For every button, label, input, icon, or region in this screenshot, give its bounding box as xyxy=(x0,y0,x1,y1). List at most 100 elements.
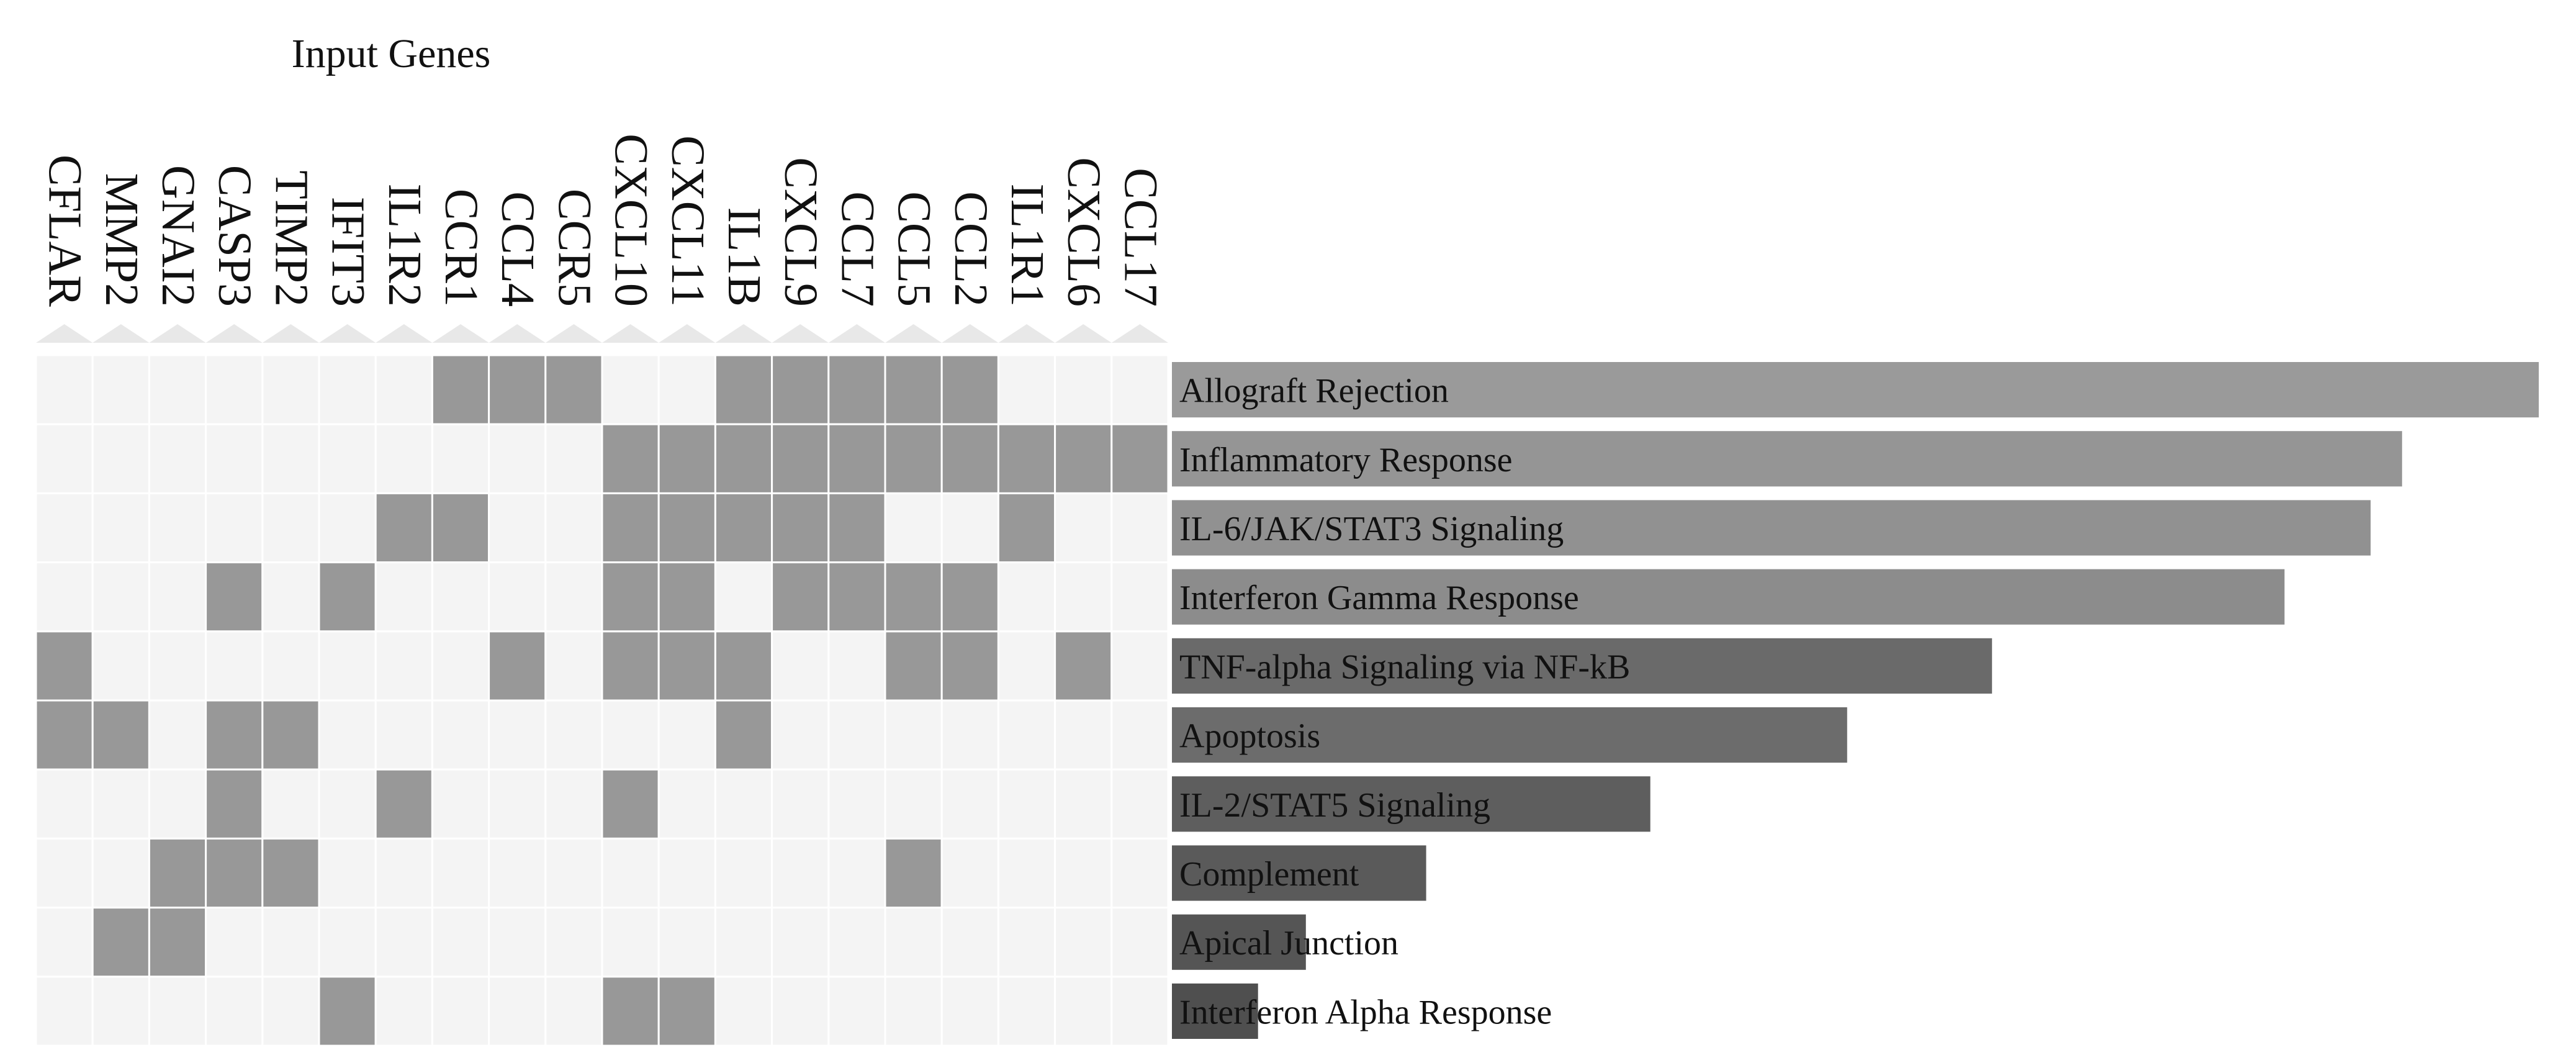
enrichment-bar xyxy=(1172,431,2402,487)
pathway-label: Allograft Rejection xyxy=(1179,372,1449,410)
heatmap-cell-empty xyxy=(1110,837,1169,909)
heatmap-cell-empty xyxy=(431,423,490,494)
heatmap-cell-empty xyxy=(601,699,660,771)
enrichment-bar xyxy=(1172,500,2371,556)
heatmap-cell-filled xyxy=(657,492,716,564)
enrichment-bar xyxy=(1172,983,1258,1039)
heatmap-cell-empty xyxy=(544,423,603,494)
heatmap-cell-empty xyxy=(940,837,999,909)
heatmap-cell-empty xyxy=(1110,354,1169,425)
heatmap-cell-empty xyxy=(544,699,603,771)
gene-label: IL1R1 xyxy=(1001,184,1053,307)
gene-header-marker xyxy=(772,324,829,343)
gene-label: GNAI2 xyxy=(152,165,204,307)
gene-heatmap xyxy=(35,354,1169,1047)
heatmap-cell-filled xyxy=(940,354,999,425)
heatmap-cell-empty xyxy=(940,768,999,840)
heatmap-cell-empty xyxy=(1054,561,1113,633)
heatmap-cell-empty xyxy=(884,492,943,564)
heatmap-cell-empty xyxy=(318,768,377,840)
heatmap-cell-empty xyxy=(148,561,207,633)
heatmap-cell-empty xyxy=(771,630,830,702)
gene-label: CXCL10 xyxy=(605,134,657,307)
heatmap-cell-empty xyxy=(431,561,490,633)
heatmap-cell-empty xyxy=(544,768,603,840)
heatmap-cell-filled xyxy=(771,492,830,564)
gene-header-marker xyxy=(942,324,999,343)
heatmap-cell-filled xyxy=(205,837,264,909)
heatmap-cell-empty xyxy=(997,768,1056,840)
heatmap-cell-filled xyxy=(601,492,660,564)
heatmap-cell-empty xyxy=(488,699,547,771)
gene-header-marker xyxy=(998,324,1055,343)
heatmap-cell-filled xyxy=(884,630,943,702)
heatmap-cell-empty xyxy=(488,492,547,564)
heatmap-cell-empty xyxy=(827,699,886,771)
gene-header-marker xyxy=(319,324,376,343)
heatmap-cell-empty xyxy=(997,630,1056,702)
heatmap-cell-empty xyxy=(997,699,1056,771)
heatmap-cell-empty xyxy=(374,561,433,633)
heatmap-cell-filled xyxy=(827,492,886,564)
heatmap-cell-empty xyxy=(997,907,1056,978)
heatmap-cell-empty xyxy=(148,423,207,494)
enrichment-bar xyxy=(1172,638,1993,694)
heatmap-cell-filled xyxy=(148,907,207,978)
heatmap-cell-empty xyxy=(261,354,320,425)
gene-label: MMP2 xyxy=(96,173,148,307)
gene-header-marker xyxy=(205,324,263,343)
heatmap-cell-filled xyxy=(205,699,264,771)
heatmap-cell-empty xyxy=(1110,976,1169,1047)
heatmap-cell-empty xyxy=(601,837,660,909)
gene-label: CXCL9 xyxy=(775,157,827,307)
heatmap-cell-filled xyxy=(601,976,660,1047)
heatmap-cell-empty xyxy=(940,699,999,771)
gene-header-marker xyxy=(376,324,433,343)
heatmap-cell-empty xyxy=(431,630,490,702)
gene-label: CCR5 xyxy=(548,189,600,307)
heatmap-cell-empty xyxy=(261,492,320,564)
heatmap-cell-filled xyxy=(884,354,943,425)
heatmap-cell-filled xyxy=(601,630,660,702)
heatmap-cell-empty xyxy=(431,907,490,978)
heatmap-cell-empty xyxy=(35,768,94,840)
heatmap-cell-empty xyxy=(997,976,1056,1047)
gene-header-marker xyxy=(36,324,93,343)
heatmap-cell-empty xyxy=(374,630,433,702)
pathway-label: Apical Junction xyxy=(1179,924,1398,963)
pathway-label: Complement xyxy=(1179,855,1359,894)
heatmap-cell-empty xyxy=(544,907,603,978)
heatmap-cell-empty xyxy=(1054,492,1113,564)
heatmap-cell-filled xyxy=(318,976,377,1047)
heatmap-cell-filled xyxy=(601,768,660,840)
heatmap-cell-filled xyxy=(940,561,999,633)
gene-header-marker xyxy=(432,324,489,343)
heatmap-cell-empty xyxy=(35,837,94,909)
gene-header-marker xyxy=(828,324,885,343)
heatmap-cell-filled xyxy=(884,423,943,494)
heatmap-cell-empty xyxy=(91,561,150,633)
heatmap-cell-filled xyxy=(997,423,1056,494)
gene-label: CFLAR xyxy=(39,155,91,307)
heatmap-cell-filled xyxy=(827,423,886,494)
heatmap-cell-empty xyxy=(601,354,660,425)
heatmap-cell-empty xyxy=(940,907,999,978)
heatmap-cell-filled xyxy=(771,561,830,633)
heatmap-cell-empty xyxy=(1110,768,1169,840)
heatmap-cell-filled xyxy=(884,837,943,909)
gene-header-marker xyxy=(489,324,546,343)
heatmap-cell-empty xyxy=(374,837,433,909)
heatmap-cell-empty xyxy=(1110,907,1169,978)
heatmap-cell-empty xyxy=(544,492,603,564)
heatmap-cell-empty xyxy=(940,492,999,564)
heatmap-cell-empty xyxy=(205,907,264,978)
heatmap-cell-empty xyxy=(431,976,490,1047)
gene-header-marker xyxy=(885,324,942,343)
heatmap-cell-empty xyxy=(261,768,320,840)
heatmap-cell-empty xyxy=(1110,630,1169,702)
heatmap-cell-empty xyxy=(374,907,433,978)
heatmap-cell-empty xyxy=(884,699,943,771)
heatmap-cell-empty xyxy=(771,837,830,909)
heatmap-cell-filled xyxy=(657,976,716,1047)
